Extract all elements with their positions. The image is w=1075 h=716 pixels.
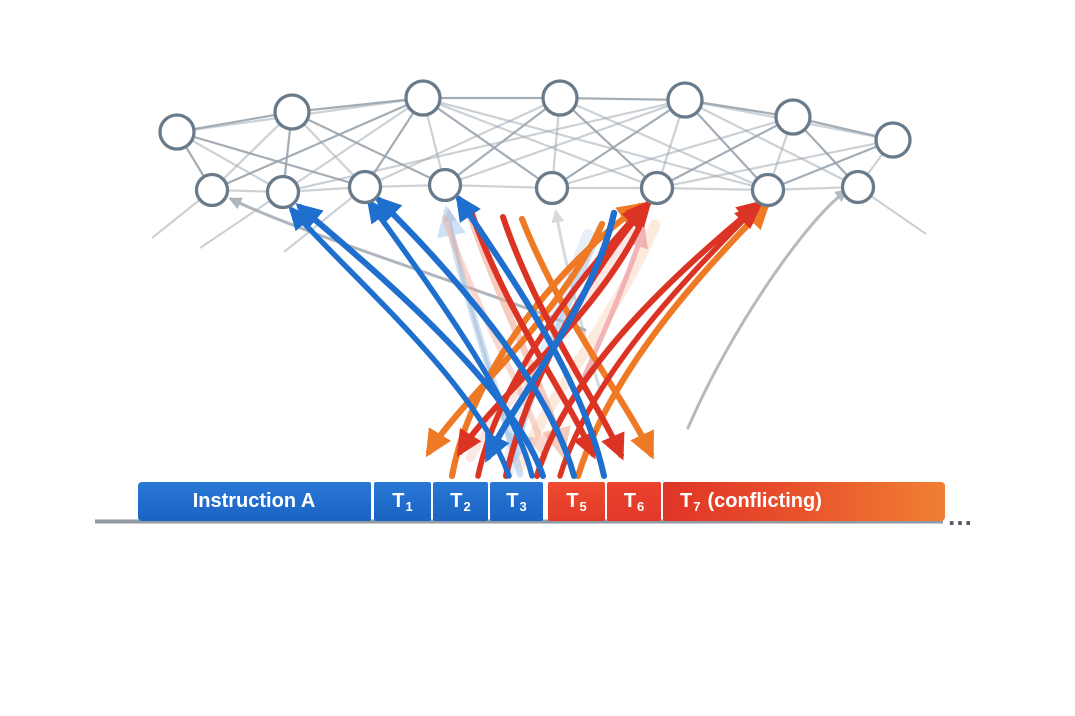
network-nodes — [158, 79, 912, 210]
network-node-bottom — [265, 174, 301, 210]
token-subscript: 5 — [579, 499, 587, 514]
red-up-arrow-node7-a — [534, 200, 764, 479]
gray-arrow-to-node1 — [228, 197, 587, 332]
token-label: T — [680, 490, 693, 512]
red-down-arrow-t6 — [500, 214, 625, 461]
blue-up-arrow-node3-a — [374, 195, 577, 479]
token-suffix: (conflicting) — [707, 490, 822, 512]
network-node-bottom — [750, 172, 786, 208]
network-node-top — [666, 81, 704, 119]
network-node-top — [541, 79, 579, 117]
token-label: T — [623, 490, 636, 512]
attention-arrows — [228, 189, 849, 480]
blue-up-arrow-node2-a — [295, 203, 546, 479]
sequence-ellipsis: … — [947, 501, 975, 531]
network-node-bottom — [194, 172, 230, 208]
network-node-top — [874, 121, 912, 159]
token-subscript: 2 — [463, 499, 471, 514]
token-label: Instruction A — [192, 490, 316, 512]
token-label: T — [566, 490, 579, 512]
token-label: T — [450, 490, 463, 512]
token-subscript: 1 — [405, 499, 413, 514]
red-down-arrow-t5 — [469, 211, 597, 460]
network-node-top — [404, 79, 442, 117]
network-node-top — [158, 113, 196, 151]
salmon-down-arrow-2 — [442, 215, 552, 461]
network-node-top — [273, 93, 311, 131]
network-node-bottom — [347, 169, 383, 205]
orange-down-arrow-t7 — [518, 215, 655, 460]
token-instruction-a: Instruction A — [138, 482, 371, 521]
network-node-bottom — [639, 170, 675, 206]
light-blue-up-arrow — [436, 205, 524, 478]
token-label: T — [506, 490, 519, 512]
token-subscript: 6 — [636, 499, 645, 514]
network-node-bottom — [427, 167, 463, 203]
gray-arrow-to-node8 — [686, 189, 849, 430]
network-node-bottom — [840, 169, 876, 205]
blue-down-arrow-t3 — [484, 209, 618, 463]
token-subscript: 7 — [693, 499, 701, 514]
network-node-top — [774, 98, 812, 136]
blue-up-arrow-node4 — [455, 194, 607, 479]
network-node-bottom — [534, 170, 570, 206]
token-subscript: 3 — [519, 499, 527, 514]
blue-up-arrow-node3-b — [366, 198, 535, 479]
token-label: T — [392, 490, 405, 512]
